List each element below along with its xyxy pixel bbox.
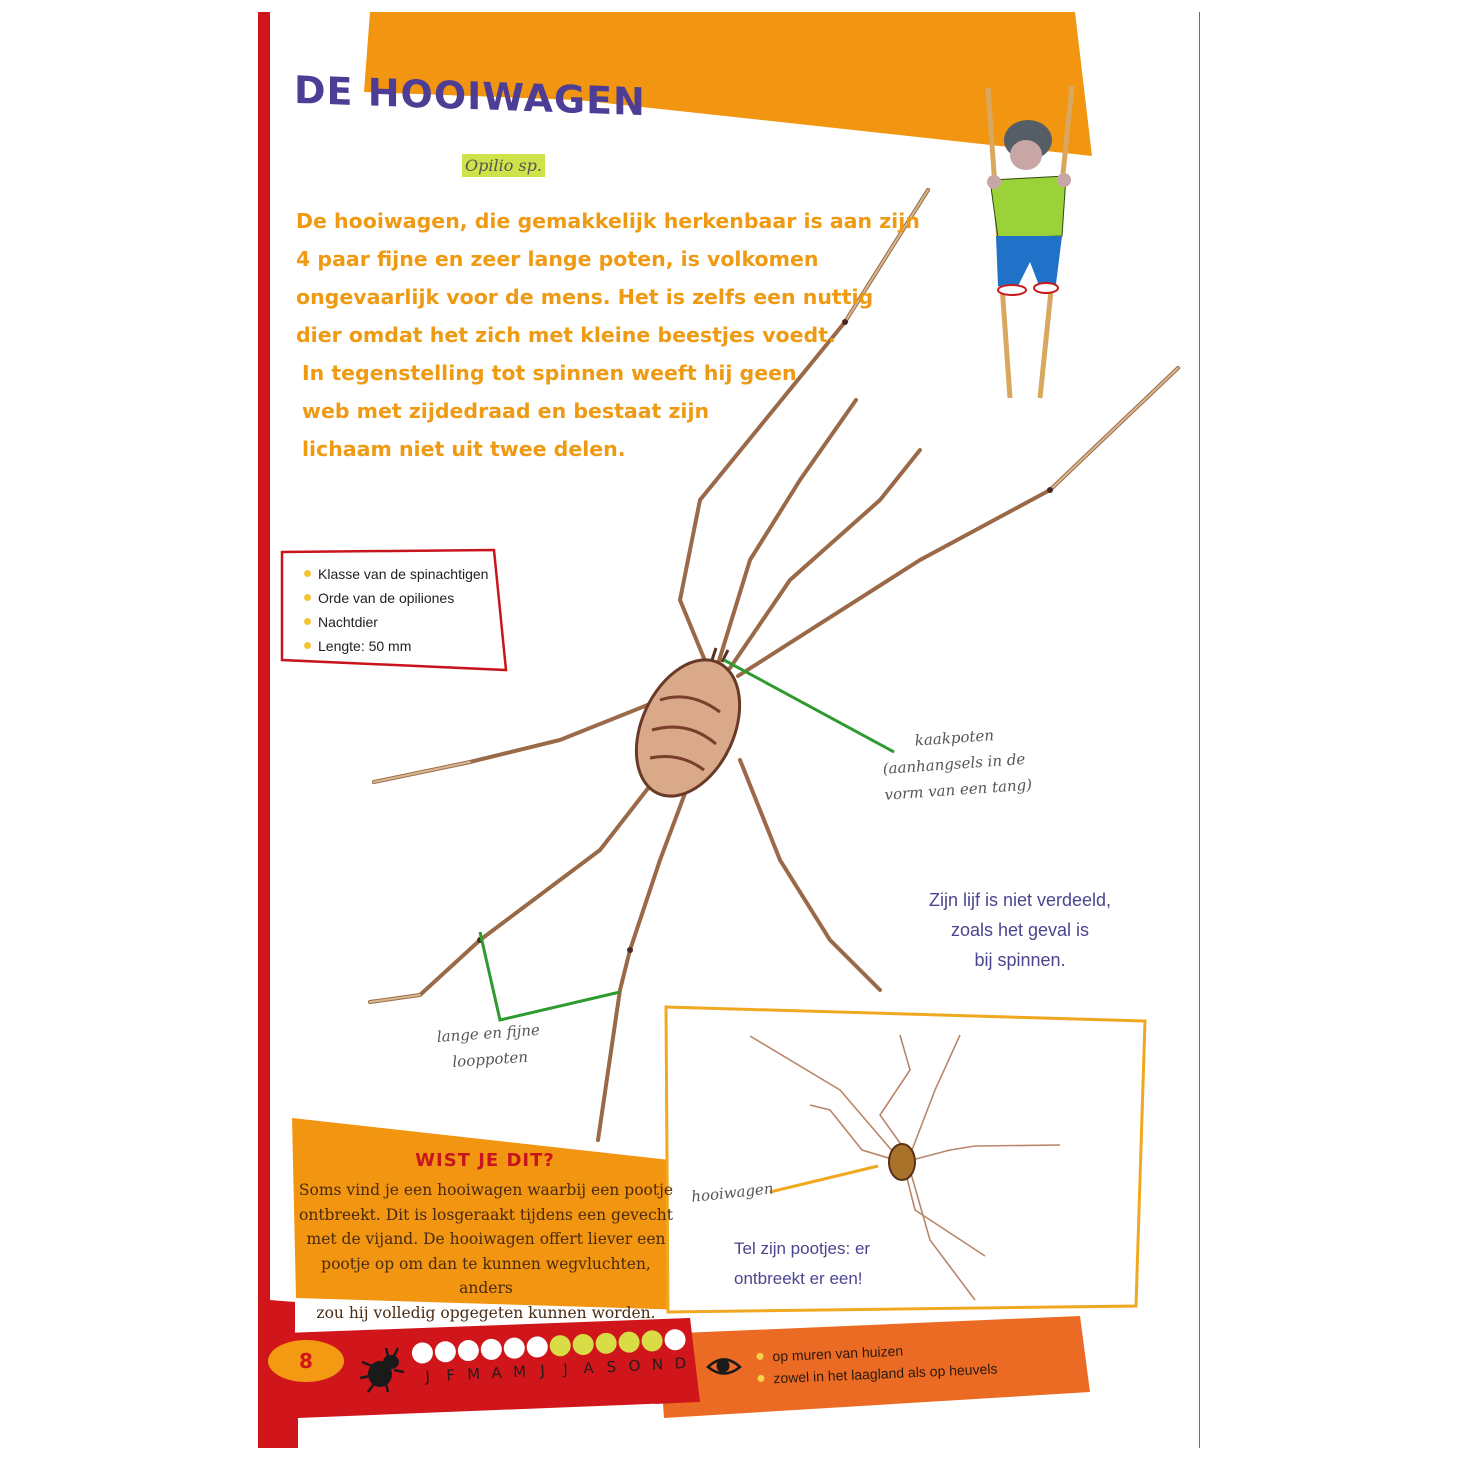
fact-item: Nachtdier	[304, 610, 488, 634]
did-you-know-line: met de vijand. De hooiwagen offert lieve…	[306, 1230, 666, 1248]
month-dot-oct	[618, 1331, 641, 1354]
month-dot-nov	[641, 1329, 664, 1352]
month-dot-jun	[526, 1335, 549, 1358]
month-dot-may	[503, 1337, 526, 1360]
month-letter: M	[512, 1362, 527, 1382]
label-looppoten: lange en fijne looppoten	[436, 1017, 543, 1076]
label-kaakpoten: kaakpoten (aanhangsels in de vorm van ee…	[880, 720, 1033, 808]
month-dot-sep	[595, 1332, 618, 1355]
month-letter: S	[606, 1357, 617, 1377]
beetle-icon	[359, 1347, 405, 1393]
intro-line: In tegenstelling tot spinnen weeft hij g…	[302, 361, 797, 385]
month-letter: J	[425, 1367, 431, 1386]
did-you-know-line: zou hij volledig opgegeten kunnen worden…	[316, 1303, 656, 1322]
did-you-know-title: WIST JE DIT?	[415, 1150, 555, 1171]
note-line: Zijn lijf is niet verdeeld,	[928, 890, 1112, 910]
month-dot-jan	[411, 1341, 434, 1364]
month-letter: D	[674, 1354, 687, 1373]
facts-box-frame	[280, 548, 508, 672]
month-dot-dec	[664, 1328, 687, 1351]
eye-icon	[706, 1358, 742, 1375]
did-you-know-box	[292, 1118, 690, 1310]
intro-line: web met zijdedraad en bestaat zijn	[302, 399, 710, 423]
note-line: ontbreekt er een!	[734, 1269, 863, 1288]
intro-line: ongevaarlijk voor de mens. Het is zelfs …	[296, 285, 874, 309]
note-line: Tel zijn pootjes: er	[734, 1239, 871, 1258]
did-you-know-body: Soms vind je een hooiwagen waarbij een p…	[296, 1178, 676, 1325]
fact-item: Orde van de opiliones	[304, 586, 488, 610]
facts-list: Klasse van de spinachtigen Orde van de o…	[304, 562, 488, 658]
did-you-know-line: ontbreekt. Dit is losgeraakt tijdens een…	[299, 1205, 673, 1224]
month-letter: O	[628, 1356, 641, 1376]
intro-line: dier omdat het zich met kleine beestjes …	[296, 323, 836, 347]
month-letter: A	[582, 1358, 595, 1378]
month-letter: N	[651, 1355, 664, 1374]
note-line: zoals het geval is	[950, 920, 1090, 940]
facts-box: Klasse van de spinachtigen Orde van de o…	[280, 550, 506, 670]
month-dot-feb	[434, 1340, 457, 1363]
note-line: bij spinnen.	[974, 950, 1066, 970]
month-letter: F	[445, 1366, 456, 1385]
month-dot-mar	[457, 1339, 480, 1362]
month-letter: J	[539, 1361, 546, 1380]
note-body-undivided: Zijn lijf is niet verdeeld, zoals het ge…	[920, 885, 1120, 975]
month-letter: J	[562, 1360, 569, 1379]
fact-item: Klasse van de spinachtigen	[304, 562, 488, 586]
intro-paragraph: De hooiwagen, die gemakkelijk herkenbaar…	[296, 202, 920, 468]
top-orange-banner	[364, 12, 1092, 156]
intro-line: lichaam niet uit twee delen.	[302, 437, 626, 461]
note-count-legs: Tel zijn pootjes: er ontbreekt er een!	[734, 1234, 914, 1294]
month-letter: M	[466, 1364, 481, 1384]
month-letter: A	[491, 1363, 503, 1383]
did-you-know-line: Soms vind je een hooiwagen waarbij een p…	[298, 1181, 674, 1199]
page-number: 8	[268, 1340, 344, 1382]
fact-item: Lengte: 50 mm	[304, 634, 488, 658]
month-dot-jul	[549, 1334, 572, 1357]
did-you-know-line: pootje op om dan te kunnen wegvluchten, …	[321, 1254, 651, 1298]
month-dot-apr	[480, 1338, 503, 1361]
intro-line: 4 paar fijne en zeer lange poten, is vol…	[296, 247, 819, 271]
month-dot-aug	[572, 1333, 595, 1356]
species-name: Opilio sp.	[462, 154, 545, 177]
intro-line: De hooiwagen, die gemakkelijk herkenbaar…	[296, 209, 920, 233]
